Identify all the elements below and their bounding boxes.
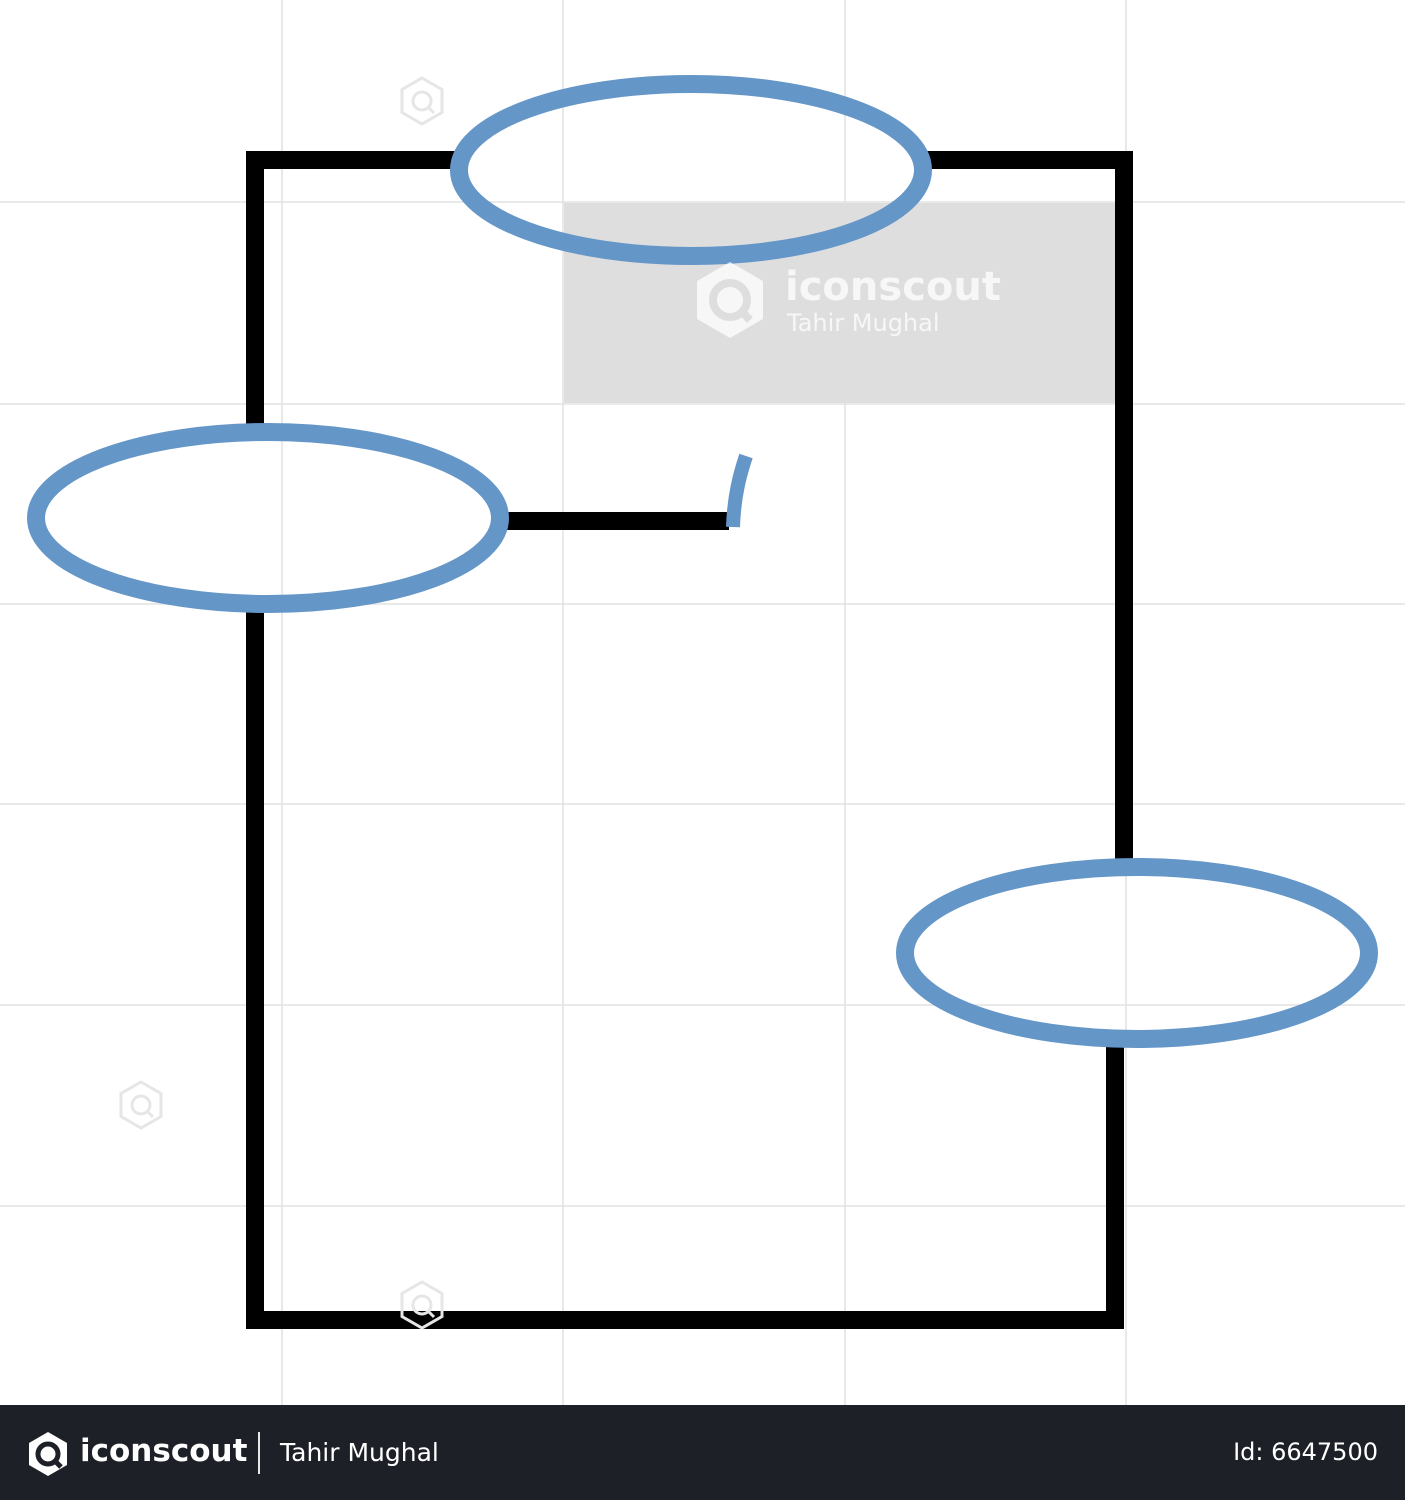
faint-watermark-icon [400, 76, 444, 126]
flow-nodes [27, 75, 1378, 1048]
footer-brand[interactable]: iconscout [80, 1433, 248, 1469]
watermark-logo-icon [697, 262, 763, 338]
bottom-connector [246, 606, 1124, 1329]
icon-canvas: iconscout Tahir Mughal [0, 0, 1405, 1405]
faint-watermark-icon [400, 1280, 444, 1330]
top-node-ellipse [450, 75, 932, 265]
connector-frame [246, 151, 1133, 1329]
faint-watermark-icon [119, 1080, 163, 1130]
footer-divider [258, 1432, 260, 1474]
watermark-brand: iconscout [785, 264, 1001, 310]
iconscout-logo-icon [29, 1432, 67, 1476]
partial-arc [726, 453, 753, 528]
flowchart-illustration: iconscout Tahir Mughal [0, 0, 1405, 1405]
watermark-author: Tahir Mughal [786, 309, 940, 337]
right-node-ellipse [896, 858, 1378, 1048]
top-left-connector [246, 151, 460, 433]
attribution-footer: iconscout Tahir Mughal Id: 6647500 [0, 1405, 1405, 1500]
top-right-connector [922, 151, 1133, 866]
footer-author[interactable]: Tahir Mughal [280, 1438, 439, 1467]
footer-asset-id: Id: 6647500 [1233, 1438, 1378, 1466]
left-node-ellipse [27, 423, 509, 613]
